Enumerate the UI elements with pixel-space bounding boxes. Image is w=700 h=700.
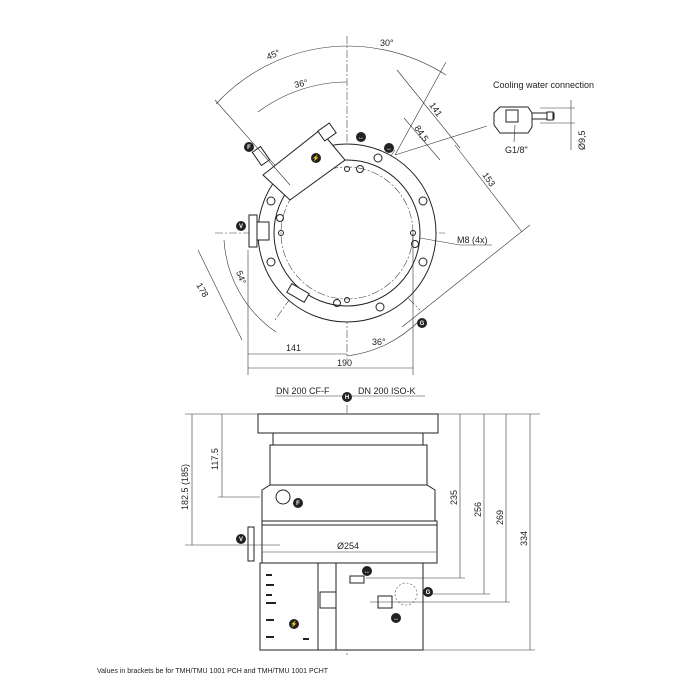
svg-text:⚡: ⚡ xyxy=(312,154,319,162)
dim-235-label: 235 xyxy=(449,490,459,505)
dim-141-horiz-label: 141 xyxy=(286,343,301,353)
svg-text:F: F xyxy=(247,145,251,151)
inlet-flange xyxy=(257,413,439,434)
marker-g-side: G xyxy=(423,587,433,597)
svg-text:↔: ↔ xyxy=(393,616,399,622)
dim-178-label: 178 xyxy=(194,281,210,299)
fan-port xyxy=(275,489,291,505)
marker-g-top: G xyxy=(417,318,427,328)
dim-84-5-label: 84,5 xyxy=(412,123,430,143)
svg-text:G: G xyxy=(426,590,431,596)
marker-f-top: F xyxy=(244,142,254,152)
electronics-box xyxy=(259,562,319,651)
marker-v-top: V xyxy=(236,221,246,231)
side-view: DN 200 CF-F DN 200 ISO-K 182.5 (185) 117… xyxy=(180,386,540,655)
dim-178-line xyxy=(197,249,243,341)
thread-label: G1/8" xyxy=(505,145,528,155)
cooling-water-detail: Cooling water connection G1/8" Ø9,5 xyxy=(493,80,594,155)
electronics-labels xyxy=(266,574,309,640)
ext-line xyxy=(214,99,291,186)
vent-flange xyxy=(248,214,258,248)
bottom-connector xyxy=(286,282,310,304)
fitting-nut xyxy=(505,109,519,123)
svg-text:V: V xyxy=(239,224,243,230)
vent-flange-side xyxy=(247,526,255,562)
arc-36-top xyxy=(257,81,348,113)
dim-141-diag-label: 141 xyxy=(427,100,444,118)
dim-153-label: 153 xyxy=(480,170,497,188)
angle-36-bottom-label: 36° xyxy=(372,337,386,347)
vent-valve xyxy=(256,221,270,241)
svg-text:F: F xyxy=(296,501,300,507)
svg-text:↔: ↔ xyxy=(358,135,364,141)
dim-182-5-label: 182.5 (185) xyxy=(180,464,190,510)
marker-power-side: ⚡ xyxy=(289,619,299,629)
cooling-port-outline xyxy=(394,582,418,606)
dim-141-line xyxy=(396,69,461,149)
hose-nozzle xyxy=(531,112,555,120)
m8-label: M8 (4x) xyxy=(457,235,488,245)
angle-54-label: 54° xyxy=(234,269,248,286)
flange-iso-label: DN 200 ISO-K xyxy=(358,386,416,396)
flange-cf-label: DN 200 CF-F xyxy=(276,386,330,396)
upper-housing xyxy=(269,444,428,486)
marker-v-side: V xyxy=(236,534,246,544)
svg-text:G: G xyxy=(420,321,425,327)
svg-text:V: V xyxy=(239,537,243,543)
ext-line xyxy=(394,61,447,156)
ext-line xyxy=(401,224,531,328)
arc-30 xyxy=(346,45,447,76)
dim-334-label: 334 xyxy=(519,531,529,546)
marker-cooling-top-1: ↔ xyxy=(356,132,366,142)
arc-36-bottom xyxy=(346,319,421,357)
flange-neck xyxy=(272,432,424,446)
marker-cooling-side-1: ↔ xyxy=(362,566,372,576)
m8-leader xyxy=(419,237,461,246)
cooling-leader xyxy=(394,125,488,156)
angle-45-label: 45° xyxy=(265,47,282,62)
angle-30-label: 30° xyxy=(380,38,394,48)
footnote: Values in brackets be for TMH/TMU 1001 P… xyxy=(97,668,329,675)
marker-cooling-top-2: ↔ xyxy=(384,143,394,153)
nozzle-ridge xyxy=(546,111,554,121)
svg-text:⚡: ⚡ xyxy=(290,620,297,628)
lower-housing xyxy=(261,524,438,564)
dim-117-5-label: 117.5 xyxy=(210,448,220,470)
connector xyxy=(317,122,337,142)
cooling-title: Cooling water connection xyxy=(493,80,594,90)
dim-256-label: 256 xyxy=(473,502,483,517)
housing-band xyxy=(261,520,438,526)
dim-84-5-line xyxy=(403,117,441,161)
dim-190-label: 190 xyxy=(337,358,352,368)
arc-45 xyxy=(215,45,348,105)
svg-text:↔: ↔ xyxy=(364,569,370,575)
marker-f-side: F xyxy=(293,498,303,508)
svg-text:↔: ↔ xyxy=(386,146,392,152)
top-view: 45° 30° 36° 54° 36° 141 84,5 153 178 141… xyxy=(194,36,531,375)
diameter-label: Ø9,5 xyxy=(577,130,587,150)
side-port xyxy=(319,591,337,609)
svg-text:H: H xyxy=(345,395,349,401)
bolt-holes xyxy=(266,153,428,312)
inner-flange xyxy=(273,159,421,307)
electronics-housing xyxy=(262,129,346,201)
middle-housing xyxy=(261,484,436,522)
marker-cooling-side-2: ↔ xyxy=(391,613,401,623)
marker-power-top: ⚡ xyxy=(311,153,321,163)
fan-connector xyxy=(251,145,271,167)
thread-leader xyxy=(513,124,516,143)
angle-36-top-label: 36° xyxy=(293,77,309,90)
arc-54 xyxy=(223,239,277,333)
cooling-fitting-upper xyxy=(349,575,365,584)
marker-h-side: H xyxy=(342,392,352,402)
dim-254-label: Ø254 xyxy=(337,541,359,551)
dim-153-line xyxy=(454,144,523,233)
dim-269-label: 269 xyxy=(495,510,505,525)
